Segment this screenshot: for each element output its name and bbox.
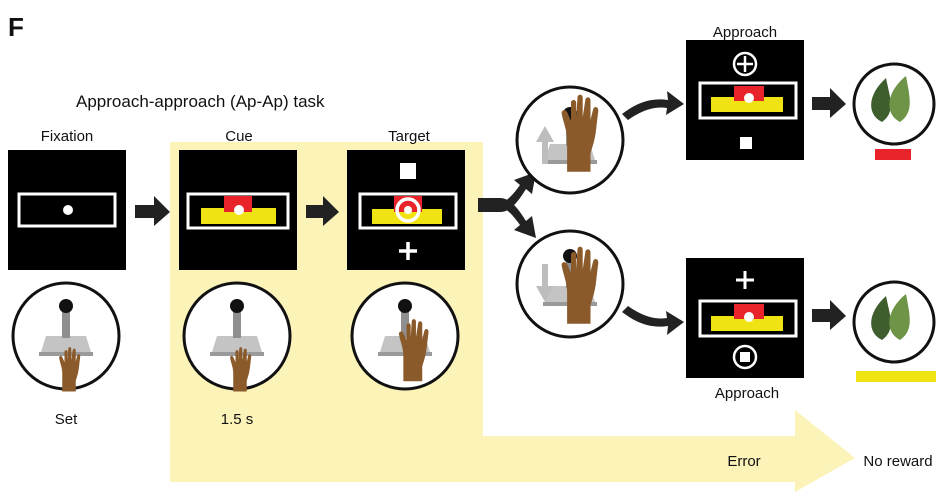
circle-fixation-hand bbox=[11, 281, 121, 392]
square-target-icon bbox=[400, 163, 416, 179]
outcome-screen-top bbox=[686, 40, 804, 160]
arrow-push-to-outcome bbox=[622, 91, 684, 120]
cue-screen bbox=[179, 150, 297, 270]
arrow-up-icon bbox=[536, 126, 554, 164]
panel-letter: F bbox=[8, 12, 24, 42]
label-approach-top: Approach bbox=[713, 24, 777, 41]
label-set: Set bbox=[55, 411, 78, 428]
reward-bar-yellow bbox=[856, 371, 936, 382]
fixation-screen bbox=[8, 150, 126, 270]
arrow-down-icon bbox=[536, 264, 554, 302]
phase-label-target: Target bbox=[388, 128, 431, 145]
reward-bar-red bbox=[875, 149, 911, 160]
circle-pull-down bbox=[515, 229, 625, 339]
outcome-screen-bottom bbox=[686, 258, 804, 378]
reward-bottom bbox=[852, 280, 936, 364]
arrow-pull-to-outcome bbox=[622, 306, 684, 335]
label-approach-bottom: Approach bbox=[715, 385, 779, 402]
circle-cue-hand bbox=[182, 281, 292, 392]
circle-plus-icon bbox=[732, 51, 758, 77]
plus-target-icon bbox=[736, 271, 754, 289]
phase-label-fixation: Fixation bbox=[41, 128, 94, 145]
circle-push-up bbox=[515, 85, 625, 195]
arrow-to-reward-top bbox=[812, 88, 846, 118]
plus-target-icon bbox=[399, 242, 417, 260]
arrow-cue-to-target bbox=[306, 196, 339, 226]
circle-square-icon bbox=[732, 344, 758, 370]
task-title: Approach-approach (Ap-Ap) task bbox=[76, 92, 325, 111]
target-screen bbox=[347, 150, 465, 270]
arrow-fixation-to-cue bbox=[135, 196, 170, 226]
phase-label-cue: Cue bbox=[225, 128, 253, 145]
branch-arrow bbox=[478, 172, 536, 238]
arrow-to-reward-bottom bbox=[812, 300, 846, 330]
label-cue-duration: 1.5 s bbox=[221, 411, 254, 428]
label-error: Error bbox=[727, 453, 760, 470]
square-target-icon bbox=[740, 137, 752, 149]
circle-target-hand bbox=[350, 281, 460, 391]
trial-flow-band bbox=[170, 142, 855, 492]
label-no-reward: No reward bbox=[863, 453, 932, 470]
reward-top bbox=[852, 62, 936, 146]
